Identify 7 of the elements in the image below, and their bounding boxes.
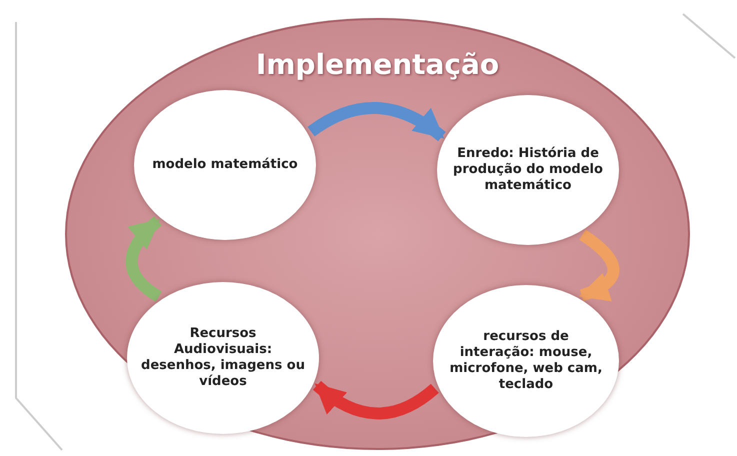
curved-arrow [313, 380, 439, 420]
circle-node: recursos de interação: mouse, microfone, web cam, teclado [433, 285, 619, 437]
title-text: Implementação [256, 48, 500, 81]
curved-arrow [308, 102, 446, 142]
circle-node: Enredo: História de produção do modelo matemático [437, 95, 619, 245]
circle-node: modelo matemático [134, 90, 316, 240]
circle-node: Recursos Audiovisuais: desenhos, imagens ou vídeos [127, 282, 319, 434]
